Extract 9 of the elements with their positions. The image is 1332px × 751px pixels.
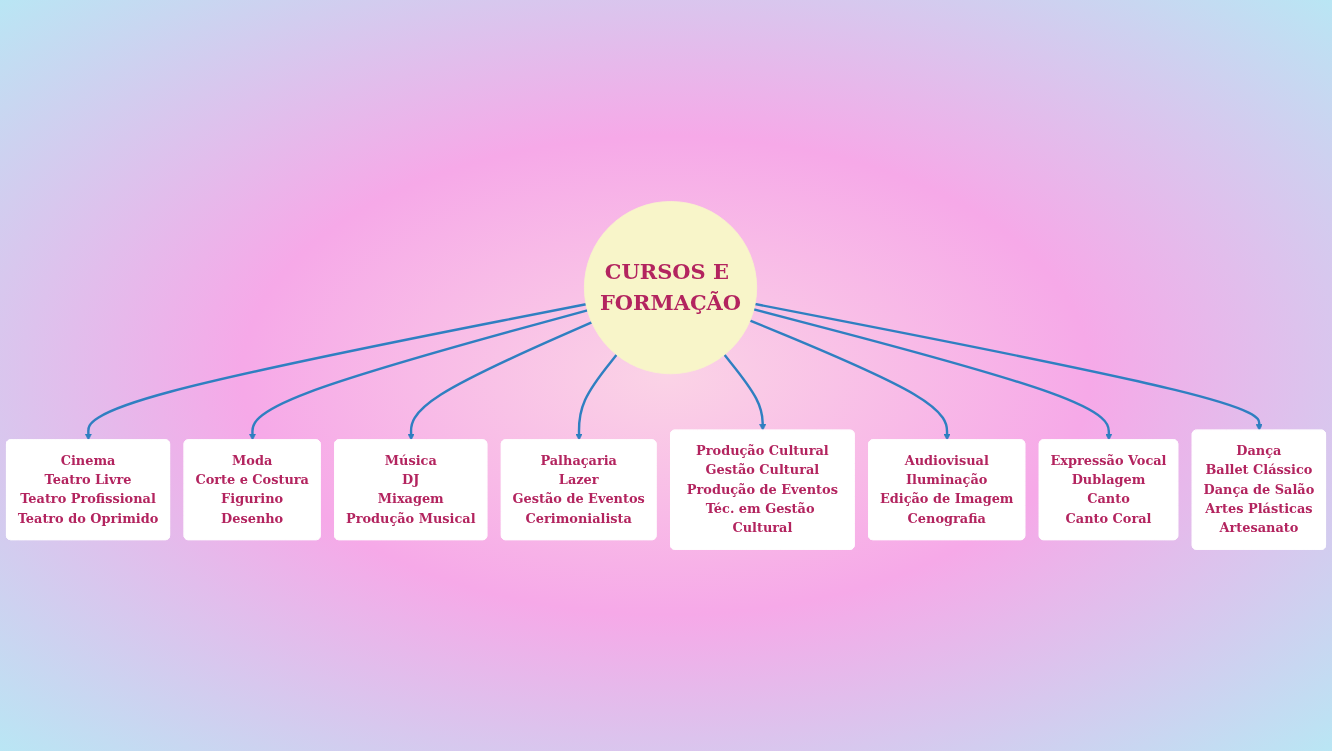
arrow [407, 321, 593, 441]
arrow [753, 308, 1113, 441]
arrow [723, 354, 767, 431]
arrow [84, 303, 587, 441]
node-circle: CURSOS E FORMAÇÃO [583, 201, 758, 375]
arrow [248, 309, 588, 441]
arrow [575, 354, 618, 441]
arrow [754, 302, 1263, 431]
arrow [749, 319, 951, 441]
